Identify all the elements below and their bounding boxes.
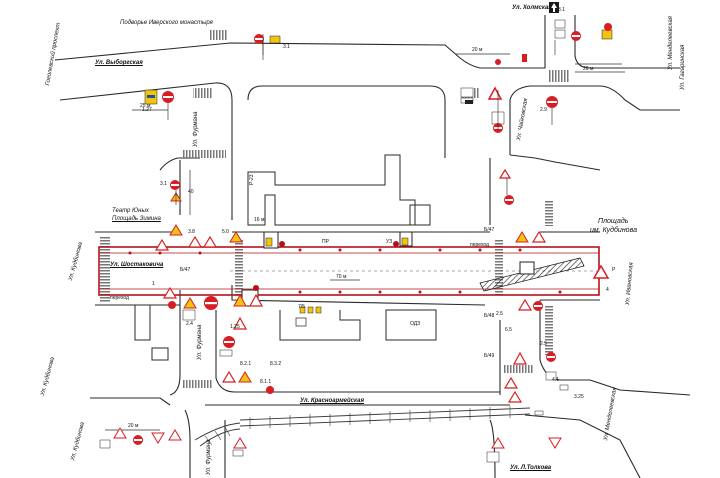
warning-sign-icon bbox=[507, 390, 523, 403]
sign-code: 4.1 bbox=[552, 377, 559, 383]
warning-sign-icon bbox=[238, 371, 252, 383]
street-furmanova-upper: Ул. Фурмана bbox=[193, 111, 199, 147]
sign-code: 8.3.2 bbox=[270, 361, 282, 367]
warning-sign-icon bbox=[233, 437, 247, 449]
warning-sign-icon bbox=[113, 427, 127, 439]
warning-sign-icon bbox=[248, 293, 264, 307]
dimension-label: 20 м bbox=[583, 66, 594, 72]
zone-label: ПР bbox=[322, 239, 329, 245]
street-furmanova-lower: Ул. Фурмана bbox=[197, 324, 203, 360]
warning-sign-icon bbox=[232, 316, 248, 330]
row-label: Б/48 bbox=[484, 313, 495, 319]
sign-code: 3.8 bbox=[188, 229, 195, 235]
zone-label: Р-23 bbox=[249, 174, 255, 185]
warning-sign-icon bbox=[512, 351, 528, 365]
warning-sign-icon bbox=[229, 231, 243, 243]
zone-label: 7/5 bbox=[298, 304, 305, 310]
street-shostakovicha: Ул. Шостаковича bbox=[110, 262, 164, 268]
warning-sign-icon bbox=[515, 231, 529, 243]
sign-code: 2.5 bbox=[496, 311, 503, 317]
info-sign-icon bbox=[554, 19, 566, 29]
warning-sign-icon bbox=[498, 168, 512, 179]
road-outlines bbox=[54, 15, 691, 478]
no-entry-sign-icon bbox=[604, 23, 612, 31]
sign-code: 8.2.1 bbox=[240, 361, 252, 367]
warning-sign-icon bbox=[592, 264, 610, 279]
crosswalks bbox=[100, 30, 570, 388]
sign-code: 3.1 bbox=[160, 181, 167, 187]
zone-label: 4 bbox=[606, 287, 609, 293]
warning-sign-icon bbox=[154, 238, 170, 251]
warning-sign-icon bbox=[183, 297, 197, 309]
sign-code: 1.25 bbox=[230, 324, 240, 330]
street-krasnoarmeiskaya: Ул. Красноармейская bbox=[300, 398, 364, 404]
row-label: Б/47 bbox=[484, 227, 495, 233]
zone-label: 1 bbox=[152, 281, 155, 287]
place-monastery: Подворье Иверского монастыря bbox=[120, 20, 213, 26]
dimension-label: 70 м bbox=[336, 274, 347, 280]
warning-sign-icon bbox=[221, 370, 237, 383]
place-square-line1: Площадь bbox=[598, 218, 629, 225]
sign-code: 2.5 bbox=[540, 341, 547, 347]
info-sign-icon bbox=[460, 87, 474, 98]
sign-code: 1.27 bbox=[142, 107, 152, 113]
zone-label: УЗ bbox=[386, 239, 393, 245]
warning-sign-icon bbox=[531, 230, 547, 243]
zone-label: P bbox=[612, 267, 616, 273]
row-label: Б/49 bbox=[484, 353, 495, 359]
warning-sign-icon bbox=[168, 429, 182, 441]
work-zone bbox=[98, 231, 600, 327]
crossing-label: переход bbox=[470, 242, 489, 248]
dimension-label: 25 м bbox=[140, 103, 151, 109]
warning-sign-icon bbox=[503, 376, 519, 389]
warning-sign-icon bbox=[548, 437, 562, 449]
street-furmanova-bottom: Ул. Фурмана bbox=[206, 439, 212, 475]
zone-label: 16 м bbox=[254, 217, 265, 223]
zone-label: ОДЗ bbox=[410, 321, 421, 327]
warning-sign-icon bbox=[151, 432, 165, 444]
warning-sign-icon bbox=[487, 86, 503, 100]
sign-code: 2.4 bbox=[186, 321, 193, 327]
place-square-line2: им. Кудбинова bbox=[590, 227, 637, 234]
street-tolkova: Ул. Л.Толкова bbox=[510, 465, 552, 471]
no-entry-sign-icon bbox=[266, 386, 274, 394]
place-theatre-line2: Площадь Зимина bbox=[112, 216, 161, 222]
warning-sign-icon bbox=[491, 437, 505, 449]
dimension-label: 20 м bbox=[472, 47, 483, 53]
sign-code: 3.1 bbox=[283, 44, 290, 50]
sign-code: 8.1.1 bbox=[260, 379, 272, 385]
warning-sign-icon bbox=[169, 224, 183, 236]
info-sign-icon bbox=[269, 35, 281, 44]
street-mendeleevskaya: Ул. Менделеевская bbox=[668, 16, 674, 70]
buildings bbox=[134, 154, 437, 361]
dimension-label: 20 м bbox=[128, 423, 139, 429]
street-gagarinskaya-top: Ул. Гагаринская bbox=[680, 44, 686, 90]
no-entry-sign-icon bbox=[168, 301, 176, 309]
sign-code: 5.0 bbox=[222, 229, 229, 235]
no-entry-sign-icon bbox=[495, 59, 501, 65]
row-label: Б/47 bbox=[180, 267, 191, 273]
warning-sign-icon bbox=[202, 235, 218, 248]
north-arrow-icon bbox=[549, 2, 559, 13]
warning-sign-icon bbox=[233, 293, 247, 307]
street-kholmskaya: Ул. Холмская bbox=[512, 5, 552, 11]
sign-code: 2.9 bbox=[540, 107, 547, 113]
dimension-lines bbox=[105, 53, 625, 431]
sign-code: 6.5 bbox=[505, 327, 512, 333]
dimension-label: 40 bbox=[188, 189, 194, 195]
crossing-label: переход bbox=[110, 295, 129, 301]
warning-sign-icon bbox=[517, 298, 533, 311]
street-vyborgskaya: Ул. Выборгская bbox=[95, 60, 143, 66]
warning-sign-icon bbox=[187, 235, 203, 248]
place-theatre-line1: Театр Юных bbox=[112, 208, 149, 214]
sign-code: 3.1 bbox=[558, 7, 565, 13]
sign-code: 3.25 bbox=[574, 394, 584, 400]
road-signs bbox=[99, 19, 613, 463]
railway bbox=[194, 406, 531, 447]
warning-sign-icon bbox=[162, 286, 178, 299]
